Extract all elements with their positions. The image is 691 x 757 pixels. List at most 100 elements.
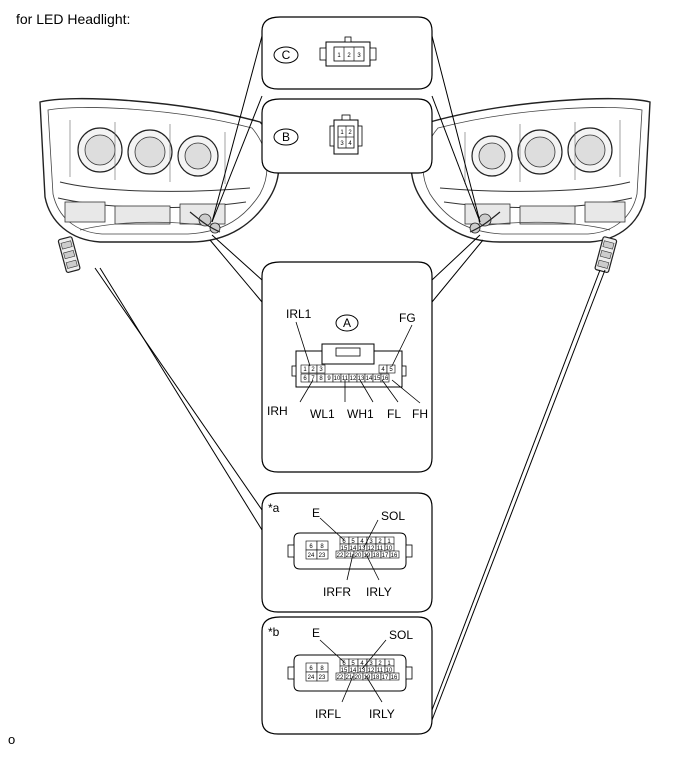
pin-label: 6: [342, 661, 346, 667]
pin-label: 1: [387, 661, 391, 667]
pin-label: 10: [386, 546, 393, 552]
headlamp-left-illustration: [39, 97, 280, 243]
pin-label: 2: [348, 130, 352, 136]
headlamp-right-illustration: [410, 97, 651, 243]
pin-label: 8: [320, 666, 324, 672]
pin-label-fh: FH: [412, 407, 428, 421]
pin-label: 2: [378, 539, 382, 545]
pin-label-irly: IRLY: [366, 585, 392, 599]
pin-label: 18: [373, 553, 380, 559]
connector-star-a-tag: *a: [268, 501, 280, 515]
pin-label: 10: [334, 376, 341, 382]
pin-label: 6: [309, 666, 313, 672]
pin-label-e: E: [312, 506, 320, 520]
pin-label: 16: [391, 553, 398, 559]
pin-label-irfr: IRFR: [323, 585, 351, 599]
pin-label: 3: [319, 367, 323, 373]
pin-label-sol: SOL: [389, 628, 413, 642]
pin-label-irl1: IRL1: [286, 307, 312, 321]
pin-label: 9: [327, 376, 331, 382]
pin-label: 17: [382, 675, 389, 681]
pin-label: 11: [377, 668, 384, 674]
pin-label: 6: [303, 376, 307, 382]
pin-label: 4: [348, 141, 352, 147]
connector-a-id: A: [343, 316, 351, 330]
pin-label: 1: [340, 130, 344, 136]
pin-label: 2: [311, 367, 315, 373]
pin-label: 24: [308, 553, 315, 559]
pin-label: 3: [340, 141, 344, 147]
diagram-title: for LED Headlight:: [16, 11, 131, 27]
connector-star-b-panel: *b 6 8 24 23 6 5 4 3: [261, 616, 433, 735]
pin-label: 11: [377, 546, 384, 552]
pin-label-wh1: WH1: [347, 407, 374, 421]
figure-code: o: [8, 732, 16, 747]
pin-label: 21: [346, 553, 353, 559]
pin-label: 6: [309, 544, 313, 550]
pin-label: 17: [382, 553, 389, 559]
pin-label-irfl: IRFL: [315, 707, 341, 721]
pin-label: 2: [347, 53, 351, 59]
pin-label: 18: [373, 675, 380, 681]
pin-label-sol: SOL: [381, 509, 405, 523]
pin-label: 10: [386, 668, 393, 674]
pin-label: 14: [350, 546, 357, 552]
pin-label: 6: [342, 539, 346, 545]
pin-label: 14: [350, 668, 357, 674]
pin-label: 11: [342, 376, 349, 382]
pin-label-fg: FG: [399, 311, 416, 325]
pin-label-wl1: WL1: [310, 407, 335, 421]
pin-label: 20: [355, 553, 362, 559]
pin-label: 2: [378, 661, 382, 667]
connector-b-panel: B 1 2 3 4: [261, 98, 433, 174]
pin-label: 15: [341, 546, 348, 552]
pin-label: 4: [381, 367, 385, 373]
pin-label: 23: [319, 553, 326, 559]
pin-label-irh: IRH: [267, 404, 288, 418]
pin-label: 23: [319, 675, 326, 681]
pin-label: 12: [368, 546, 375, 552]
pin-label: 4: [360, 539, 364, 545]
pin-label: 16: [391, 675, 398, 681]
pin-label: 5: [351, 661, 355, 667]
pin-label: 5: [351, 539, 355, 545]
pin-label: 1: [337, 53, 341, 59]
pin-label: 15: [374, 376, 381, 382]
pin-label: 5: [389, 367, 393, 373]
pin-label: 12: [350, 376, 357, 382]
pin-label: 22: [337, 553, 344, 559]
pin-label: 13: [359, 546, 366, 552]
pin-label: 24: [308, 675, 315, 681]
pin-label: 14: [366, 376, 373, 382]
pin-label-fl: FL: [387, 407, 401, 421]
pin-label: 3: [357, 53, 361, 59]
led-driver-left-illustration: [57, 235, 81, 274]
pin-label: 16: [382, 376, 389, 382]
connector-c-panel: C 1 2 3: [261, 16, 433, 90]
pin-label: 8: [320, 544, 324, 550]
pin-label: 22: [337, 675, 344, 681]
pin-label: 15: [341, 668, 348, 674]
connector-star-b-tag: *b: [268, 625, 280, 639]
pin-label: 21: [346, 675, 353, 681]
led-driver-right-illustration: [594, 235, 618, 274]
pin-label-e: E: [312, 626, 320, 640]
connector-c-id: C: [282, 48, 291, 62]
connector-b-id: B: [282, 130, 290, 144]
pin-label: 8: [319, 376, 323, 382]
connector-a-panel: A 1 2 3 4 5 6 7: [261, 261, 433, 473]
pin-label: 7: [311, 376, 315, 382]
pin-label: 1: [387, 539, 391, 545]
pin-label-irly: IRLY: [369, 707, 395, 721]
pin-label: 4: [360, 661, 364, 667]
pin-label: 12: [368, 668, 375, 674]
pin-label: 3: [369, 661, 373, 667]
pin-label: 3: [369, 539, 373, 545]
pin-label: 1: [303, 367, 307, 373]
pin-label: 13: [358, 376, 365, 382]
connector-star-a-panel: *a 6 8 24 23 6 5 4 3: [261, 492, 433, 613]
pin-label: 20: [355, 675, 362, 681]
pin-label: 13: [359, 668, 366, 674]
